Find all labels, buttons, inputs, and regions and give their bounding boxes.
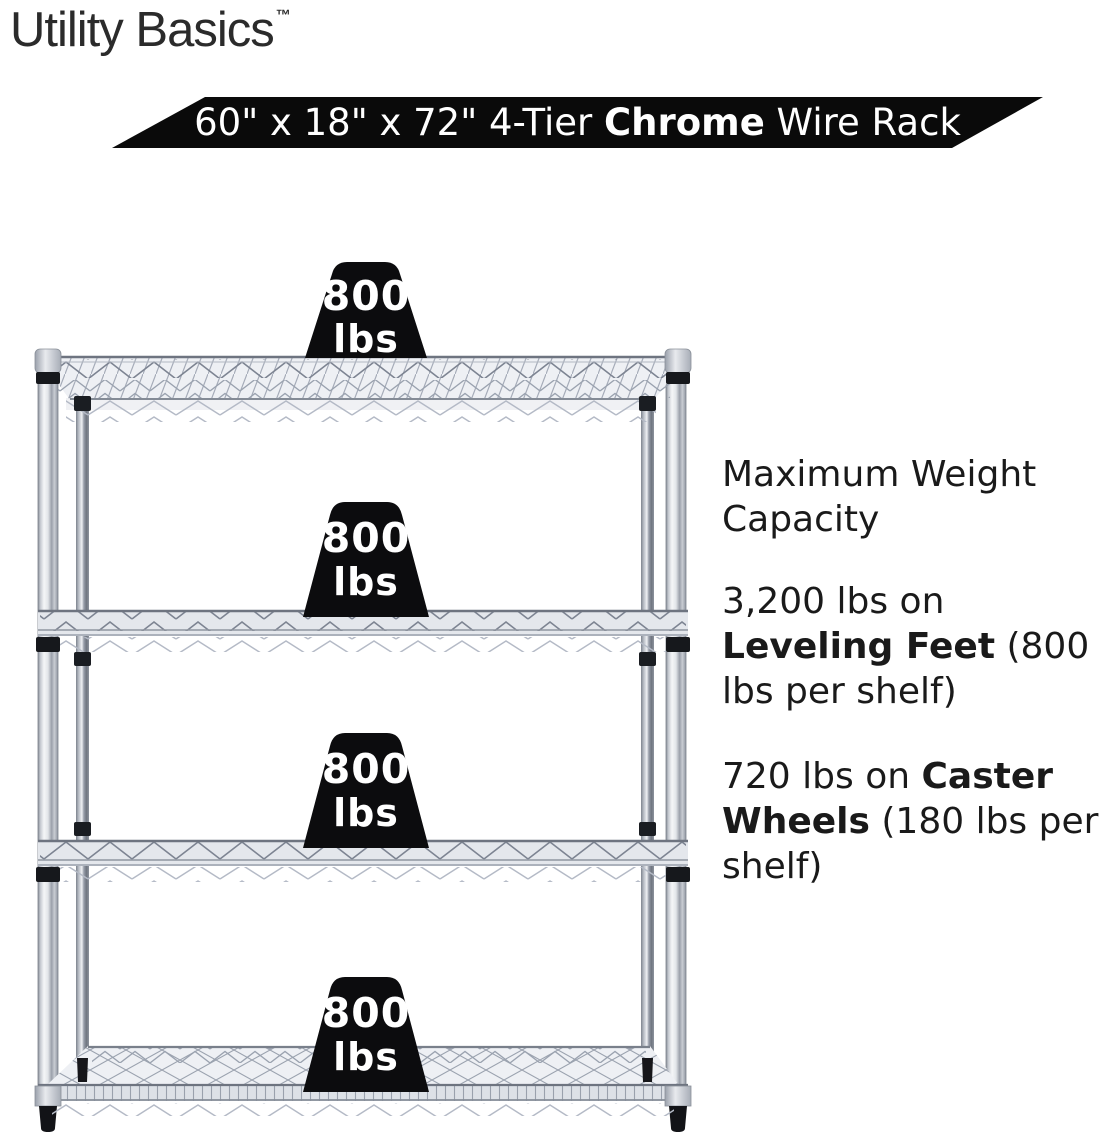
- badge-3-unit: lbs: [333, 791, 399, 835]
- shelf-1: [38, 355, 688, 422]
- rear-left-foot: [77, 1058, 88, 1082]
- product-photo-wire-rack: 800 lbs 800 lbs 800 lbs 800 lbs: [34, 262, 692, 1132]
- info-heading: Maximum Weight Capacity: [722, 454, 1037, 540]
- leveling-feet-spec: 3,200 lbs on Leveling Feet (800 lbs per …: [722, 581, 1090, 712]
- badge-2-value: 800: [322, 514, 411, 562]
- title-banner-shape: 60" x 18" x 72" 4-Tier Chrome Wire Rack: [112, 97, 1043, 148]
- product-size-text: 60" x 18" x 72" 4-Tier: [194, 101, 604, 144]
- title-banner: 60" x 18" x 72" 4-Tier Chrome Wire Rack: [112, 97, 1043, 148]
- rear-posts: [76, 396, 654, 1064]
- badge-4-value: 800: [322, 989, 411, 1037]
- capacity-badge-4: 800 lbs: [303, 977, 429, 1092]
- product-finish-text: Chrome: [603, 101, 765, 144]
- badge-4-unit: lbs: [333, 1035, 399, 1079]
- left-post-cap: [34, 348, 62, 374]
- capacity-badge-2: 800 lbs: [303, 502, 429, 617]
- product-title: 60" x 18" x 72" 4-Tier Chrome Wire Rack: [194, 97, 961, 148]
- badge-1-unit: lbs: [333, 317, 399, 361]
- shelf-2: [38, 609, 688, 652]
- right-post-cap: [664, 348, 692, 374]
- brand-name: Utility Basics: [10, 3, 275, 57]
- product-type-text: Wire Rack: [764, 101, 961, 144]
- badge-3-value: 800: [322, 745, 411, 793]
- capacity-badge-3: 800 lbs: [303, 733, 429, 848]
- badge-2-unit: lbs: [333, 560, 399, 604]
- trademark-symbol: ™: [275, 7, 291, 24]
- weight-capacity-info: Maximum Weight Capacity 3,200 lbs on Lev…: [722, 452, 1120, 889]
- badge-1-value: 800: [322, 272, 411, 320]
- capacity-badge-1: 800 lbs: [305, 262, 427, 361]
- post-hardware: [34, 348, 692, 1132]
- front-posts: [37, 351, 687, 1089]
- caster-wheels-spec: 720 lbs on Caster Wheels (180 lbs per sh…: [722, 756, 1099, 887]
- shelf-4-under-truss: [52, 1103, 674, 1116]
- rear-right-foot: [642, 1058, 653, 1082]
